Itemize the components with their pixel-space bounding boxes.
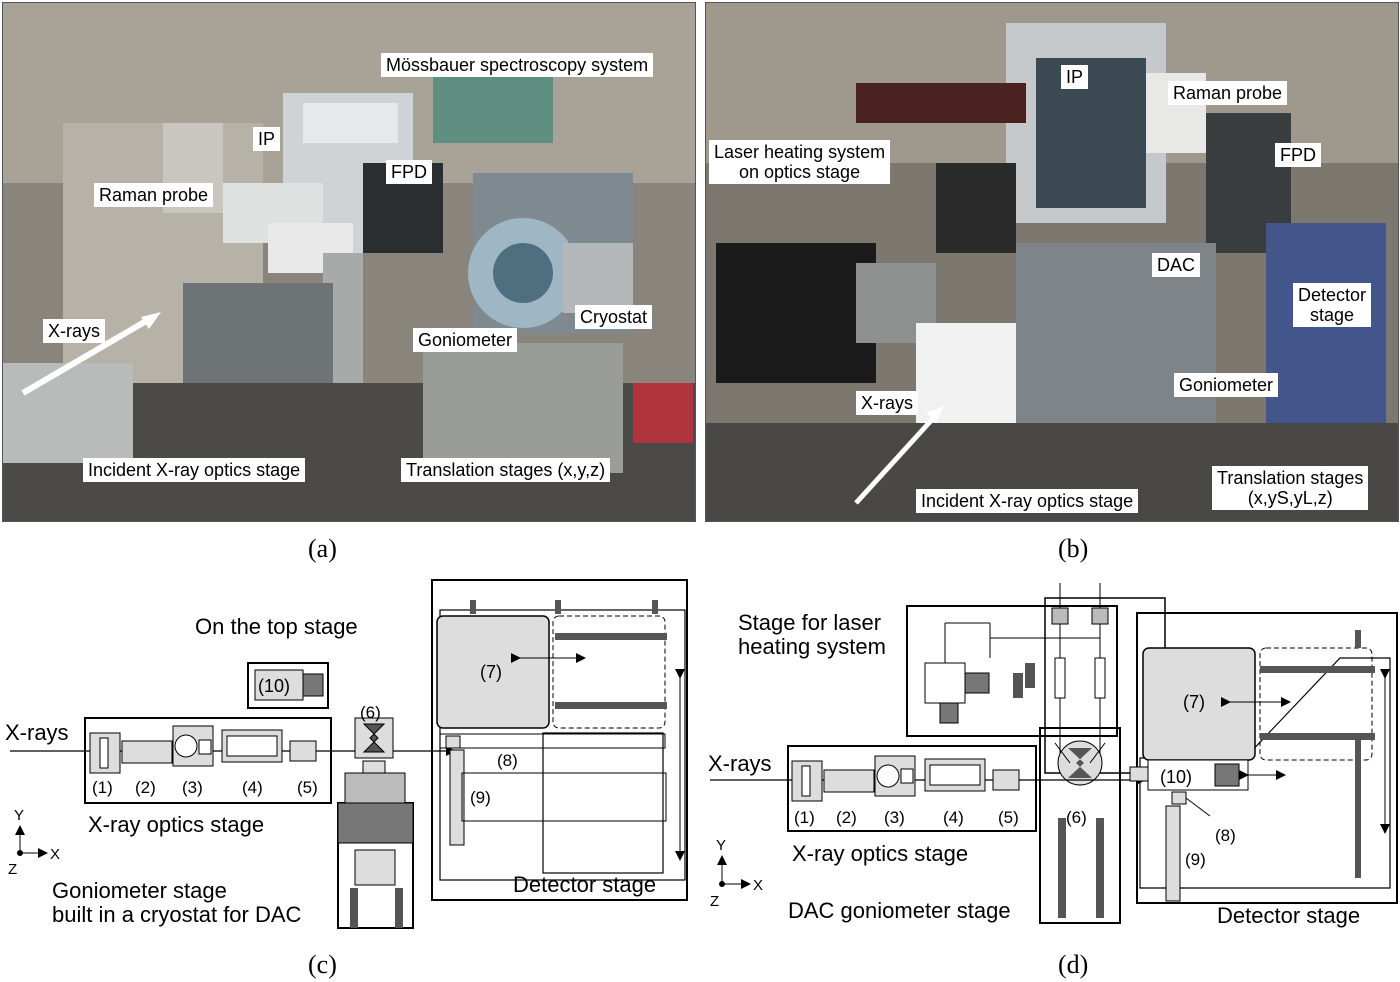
photo-panel-a: Mössbauer spectroscopy system IP FPD Ram…: [2, 2, 696, 522]
c-component-10: [247, 662, 329, 709]
panel-letter-d: (d): [1058, 950, 1089, 979]
label-a-mossbauer: Mössbauer spectroscopy system: [381, 53, 654, 77]
label-b-laser: Laser heating system on optics stage: [709, 140, 891, 184]
c-label-xrays: X-rays: [5, 720, 69, 745]
c-detector-stage-box: [431, 579, 688, 901]
label-b-raman: Raman probe: [1168, 81, 1288, 105]
label-b-goniometer: Goniometer: [1174, 373, 1279, 397]
label-b-ip: IP: [1061, 65, 1089, 89]
label-b-laser-line2: on optics stage: [739, 162, 861, 182]
d-detector-stage-box: [1136, 612, 1398, 904]
label-b-fpd: FPD: [1275, 143, 1321, 167]
photo-panel-b: IP Raman probe Laser heating system on o…: [705, 2, 1399, 522]
d-label-gonio: DAC goniometer stage: [788, 898, 1011, 923]
d-goniometer-box: [1039, 727, 1121, 924]
c-label-6: (6): [360, 703, 381, 722]
d-label-optics-stage: X-ray optics stage: [792, 841, 968, 866]
d-optics-stage-box: [787, 745, 1037, 832]
label-b-xrays: X-rays: [856, 391, 919, 415]
c-label-gonio-line1: Goniometer stage: [52, 878, 227, 903]
c-axis-y: Y: [14, 807, 24, 824]
label-b-detector: Detector stage: [1293, 283, 1372, 327]
label-a-fpd: FPD: [386, 160, 432, 184]
label-b-detector-line1: Detector: [1298, 285, 1367, 305]
d-component-8: [1171, 791, 1187, 805]
c-label-on-top: On the top stage: [195, 614, 358, 639]
label-b-incident: Incident X-ray optics stage: [916, 489, 1139, 513]
c-label-4: (4): [242, 778, 263, 797]
photo-b-illustration: [706, 3, 1398, 521]
panel-letter-a: (a): [308, 534, 337, 563]
c-component-9: [449, 749, 465, 846]
photo-a-illustration: [3, 3, 695, 521]
label-a-goniometer: Goniometer: [413, 328, 518, 352]
c-label-8: (8): [497, 751, 518, 770]
label-b-translation-line1: Translation stages: [1217, 468, 1364, 488]
panel-letter-b: (b): [1058, 534, 1089, 563]
c-component-5: [289, 740, 317, 762]
label-a-raman: Raman probe: [94, 183, 214, 207]
label-a-ip: IP: [253, 127, 281, 151]
c-label-detector-stage: Detector stage: [513, 872, 656, 897]
label-b-dac: DAC: [1152, 253, 1201, 277]
label-a-xrays: X-rays: [43, 319, 106, 343]
d-label-8: (8): [1215, 826, 1236, 845]
c-component-7: [436, 615, 550, 729]
schematic-panel-c: On the top stage (10) X-rays (1) (2) (3)…: [5, 579, 688, 929]
d-label-detector-stage: Detector stage: [1217, 903, 1360, 928]
d-label-2: (2): [836, 808, 857, 827]
c-label-optics-stage: X-ray optics stage: [88, 812, 264, 837]
d-label-1: (1): [794, 808, 815, 827]
schematic-panel-d: Stage for laser heating system X-rays (1…: [708, 583, 1398, 928]
c-component-8: [445, 735, 461, 749]
c-label-gonio-line2: built in a cryostat for DAC: [52, 902, 302, 927]
d-label-laser-line2: heating system: [738, 634, 886, 659]
d-component-2: [823, 769, 875, 793]
d-label-9: (9): [1185, 850, 1206, 869]
c-label-2: (2): [135, 778, 156, 797]
d-label-7: (7): [1183, 692, 1205, 712]
c-axis-x: X: [50, 846, 60, 863]
d-axis-x: X: [753, 877, 763, 894]
d-laser-stage-box: [906, 605, 1118, 737]
c-label-1: (1): [92, 778, 113, 797]
panel-letter-c: (c): [308, 950, 337, 979]
d-axes: [717, 855, 751, 889]
label-a-incident: Incident X-ray optics stage: [83, 458, 306, 482]
c-label-10: (10): [258, 676, 290, 696]
c-axes: [15, 825, 48, 858]
d-label-laser-line1: Stage for laser: [738, 610, 881, 635]
label-b-translation-line2: (x,yS,yL,z): [1247, 488, 1333, 508]
c-label-5: (5): [297, 778, 318, 797]
d-component-5: [992, 769, 1020, 791]
c-label-3: (3): [182, 778, 203, 797]
d-axis-y: Y: [716, 837, 726, 854]
d-label-3: (3): [884, 808, 905, 827]
c-axis-z: Z: [8, 861, 17, 878]
d-component-9: [1165, 805, 1181, 902]
d-label-6: (6): [1066, 808, 1087, 827]
c-label-7: (7): [480, 662, 502, 682]
d-label-xrays: X-rays: [708, 751, 772, 776]
c-component-2: [121, 740, 173, 764]
d-axis-z: Z: [710, 893, 719, 910]
d-label-4: (4): [943, 808, 964, 827]
c-label-9: (9): [470, 788, 491, 807]
label-b-laser-line1: Laser heating system: [714, 142, 886, 162]
d-label-10: (10): [1160, 767, 1192, 787]
d-label-5: (5): [998, 808, 1019, 827]
label-a-cryostat: Cryostat: [575, 305, 653, 329]
label-b-detector-line2: stage: [1309, 305, 1355, 325]
label-b-translation: Translation stages (x,yS,yL,z): [1212, 466, 1369, 510]
label-a-translation: Translation stages (x,y,z): [401, 458, 611, 482]
c-optics-stage-box: [84, 717, 332, 804]
